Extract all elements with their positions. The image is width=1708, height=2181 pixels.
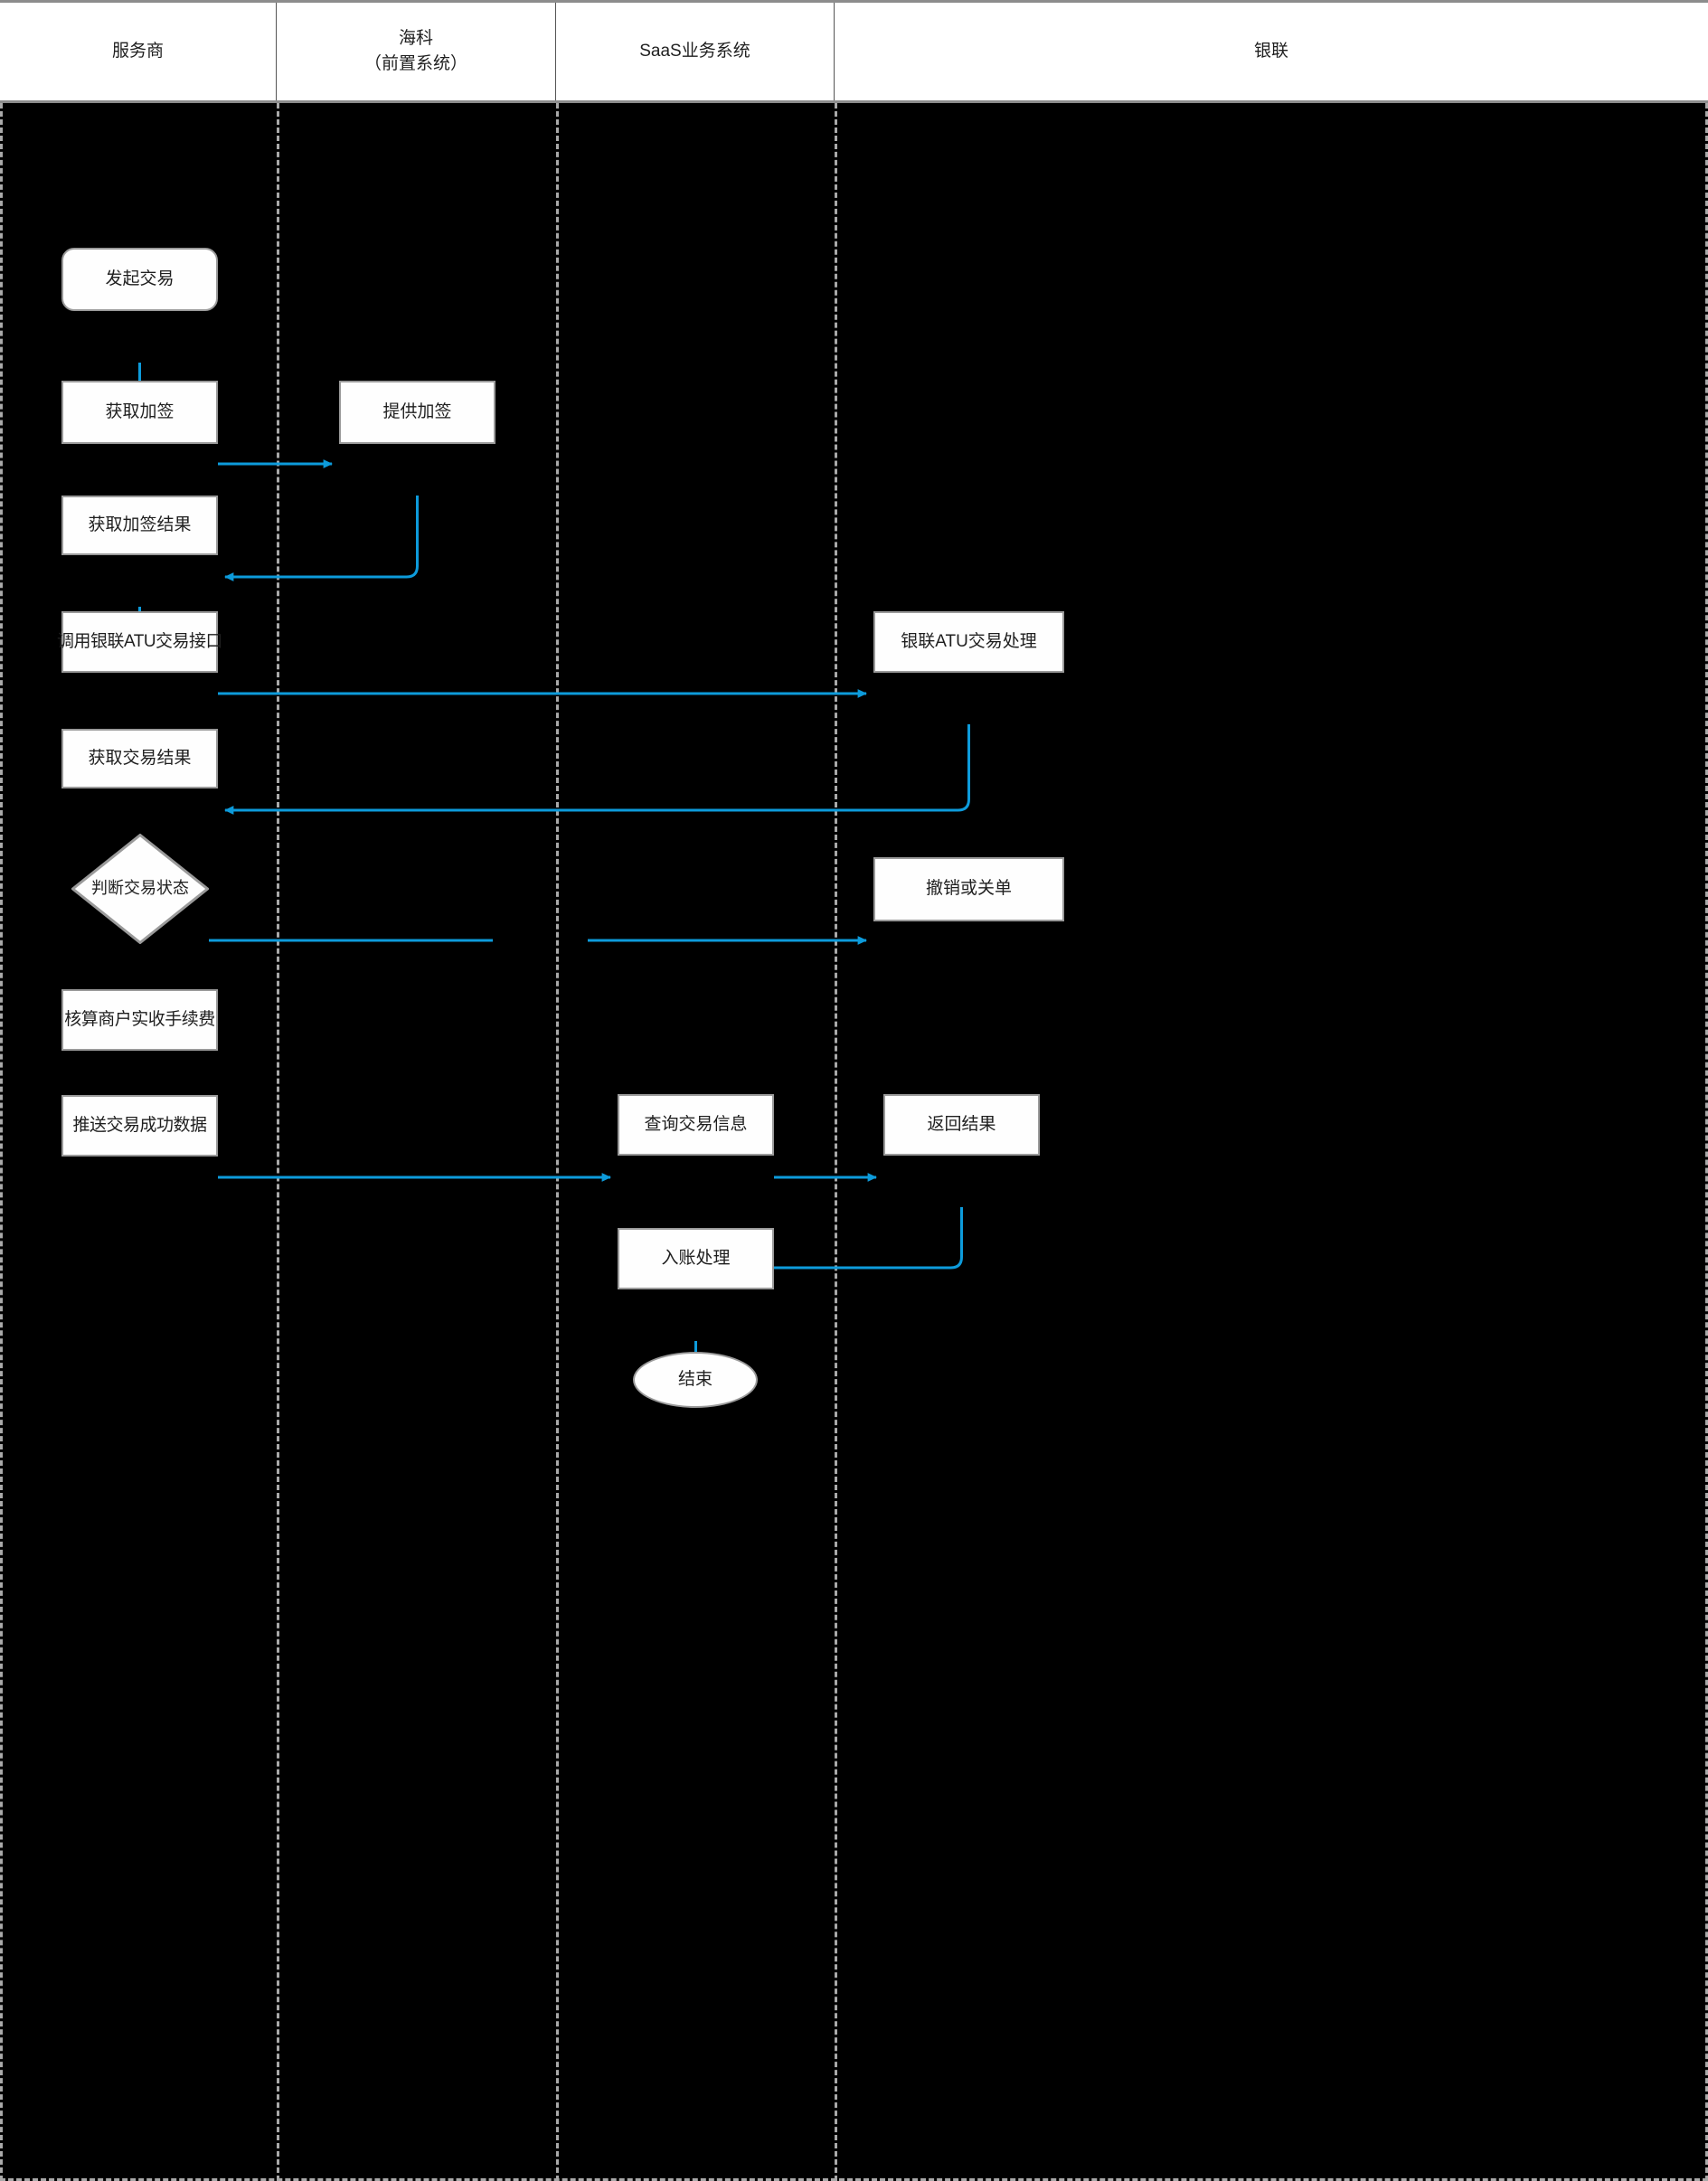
swimlane-header-saas: SaaS业务系统 [556,3,835,100]
lane-boundary-left [0,103,3,2181]
lane-boundary-right [1705,103,1708,2181]
node-call-atu-api[interactable]: 调用银联ATU交易接口 [57,611,223,673]
node-judge-trade-status[interactable]: 判断交易状态 [71,834,209,944]
node-label-provide-signature: 提供加签 [382,401,452,421]
swimlane-header-haike: 海科 （前置系统） [277,3,556,100]
node-get-trade-result[interactable]: 获取交易结果 [61,729,218,788]
lane-divider-2 [556,103,559,2181]
lane-divider-3 [835,103,837,2181]
node-label-get-signature: 获取加签 [105,401,175,421]
node-label-cancel-or-close: 撤销或关单 [925,879,1012,899]
node-label-call-atu-api: 调用银联ATU交易接口 [56,631,223,651]
swimlane-label-haike: 海科 （前置系统） [363,29,467,73]
swimlane-header-yinlian: 银联 [835,3,1708,100]
swimlane-header-fuwushang: 服务商 [0,3,277,100]
edge-providesign-to-signresult [223,496,419,581]
node-label-start-transaction: 发起交易 [105,269,175,288]
lane-divider-1 [277,103,279,2181]
node-settle-merchant-fee[interactable]: 核算商户实收手续费 [61,989,218,1051]
diamond-shape [71,834,209,944]
connector-layer [135,363,970,1399]
edge-atuprocess-to-traderesult [223,724,970,815]
node-push-success-data[interactable]: 推送交易成功数据 [61,1095,218,1157]
node-get-signature-result[interactable]: 获取加签结果 [61,496,218,555]
node-end[interactable]: 结束 [633,1352,758,1408]
node-query-trade-info[interactable]: 查询交易信息 [618,1094,774,1156]
swimlane-body: 发起交易 获取加签 提供加签 获取加签结果 调用银联ATU交易接口 银联ATU交… [0,103,1708,2181]
node-label-posting-process: 入账处理 [661,1248,731,1268]
node-atu-process[interactable]: 银联ATU交易处理 [873,611,1064,673]
node-get-signature[interactable]: 获取加签 [61,381,218,444]
swimlane-label-yinlian: 银联 [1253,42,1288,61]
node-label-query-trade-info: 查询交易信息 [644,1114,748,1134]
node-start-transaction[interactable]: 发起交易 [61,248,218,311]
node-provide-signature[interactable]: 提供加签 [339,381,495,444]
lane-boundary-bottom [0,2178,1708,2181]
node-label-get-signature-result: 获取加签结果 [88,515,192,534]
node-label-get-trade-result: 获取交易结果 [88,748,192,768]
node-label-judge-trade-status: 判断交易状态 [91,879,189,898]
node-label-end: 结束 [677,1369,712,1389]
swimlane-label-saas: SaaS业务系统 [639,42,750,61]
node-label-atu-process: 银联ATU交易处理 [901,631,1037,651]
swimlane-header-row: 服务商 海科 （前置系统） SaaS业务系统 银联 [0,0,1708,103]
node-return-result[interactable]: 返回结果 [883,1094,1040,1156]
node-label-return-result: 返回结果 [927,1114,996,1134]
node-cancel-or-close[interactable]: 撤销或关单 [873,857,1064,921]
swimlane-label-fuwushang: 服务商 [111,42,164,61]
node-label-push-success-data: 推送交易成功数据 [72,1115,207,1135]
node-label-settle-merchant-fee: 核算商户实收手续费 [64,1009,215,1029]
node-posting-process[interactable]: 入账处理 [618,1228,774,1289]
